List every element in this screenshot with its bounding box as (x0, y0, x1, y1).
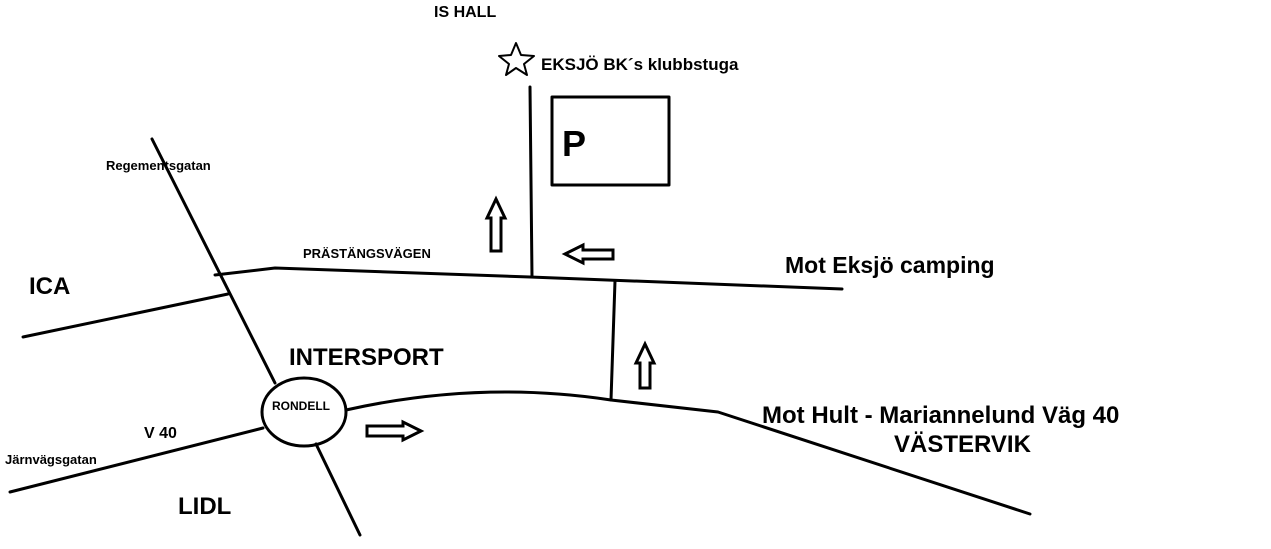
label-vastervik: VÄSTERVIK (894, 431, 1031, 458)
label-hult: Mot Hult - Mariannelund Väg 40 (762, 402, 1120, 429)
road-regementsgatan (150, 137, 277, 385)
label-jarnvagsgatan: Järnvägsgatan (5, 452, 97, 467)
star-icon (498, 42, 535, 76)
label-prastangsvagen: PRÄSTÄNGSVÄGEN (303, 246, 431, 261)
road-to-clubhouse (528, 85, 534, 279)
road-hult (344, 390, 1032, 516)
label-regementsgatan: Regementsgatan (106, 158, 211, 173)
road-prastangsvagen (213, 266, 844, 291)
arrow-left-icon (561, 242, 615, 266)
label-ica: ICA (29, 273, 71, 300)
label-clubhouse: EKSJÖ BK´s klubbstuga (541, 55, 739, 74)
label-v40: V 40 (144, 425, 177, 442)
road-v40 (8, 426, 265, 494)
road-ica (21, 292, 230, 339)
road-regementsgatan-south (314, 442, 362, 537)
label-rondell: RONDELL (272, 399, 330, 413)
label-intersport: INTERSPORT (289, 344, 444, 371)
label-camping: Mot Eksjö camping (785, 252, 995, 278)
parking-area (550, 95, 671, 187)
arrow-right-icon (365, 419, 425, 443)
roundabout (260, 376, 348, 448)
label-lidl: LIDL (178, 493, 232, 520)
arrow-up-icon (484, 195, 508, 253)
arrow-up-icon-2 (633, 340, 657, 390)
label-is-hall: IS HALL (434, 4, 497, 21)
road-connector (609, 279, 617, 402)
label-parking: P (562, 123, 587, 164)
